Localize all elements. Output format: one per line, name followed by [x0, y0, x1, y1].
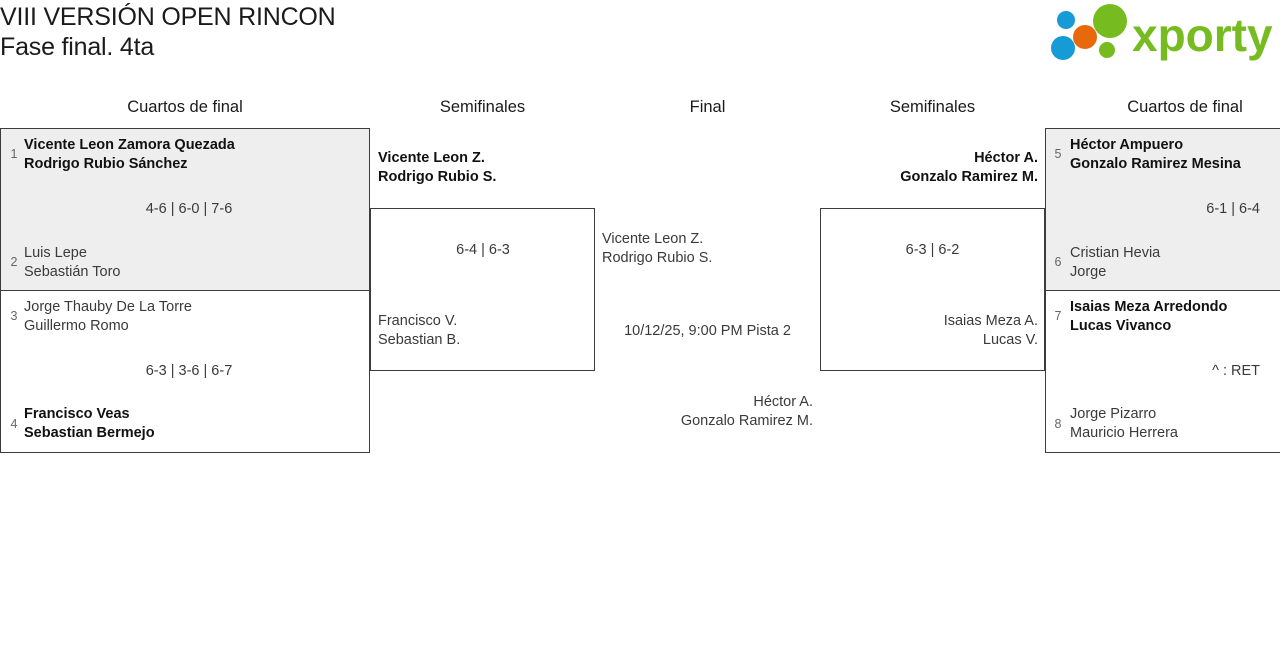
match-box-qf2-left[interactable] — [0, 290, 370, 453]
team-qf1-bottom-player2: Sebastián Toro — [24, 264, 121, 280]
team-sf-right-bottom-player1: Isaias Meza A. — [943, 313, 1038, 329]
team-qf1-right-bottom: Cristian Hevia Jorge — [1070, 244, 1280, 282]
match-box-semifinal-right[interactable] — [820, 208, 1045, 371]
team-final-top-player2: Rodrigo Rubio S. — [602, 250, 713, 266]
team-qf1-top-player1: Vicente Leon Zamora Quezada — [24, 137, 235, 153]
seed-number-3: 3 — [10, 309, 18, 323]
team-qf2-bottom-player1: Francisco Veas — [24, 406, 130, 422]
team-sf-left-bottom: Francisco V. Sebastian B. — [378, 312, 588, 350]
tournament-phase: Fase final. 4ta — [0, 33, 155, 61]
team-final-top: Vicente Leon Z. Rodrigo Rubio S. — [602, 230, 814, 268]
logo-wordmark: xporty — [1132, 9, 1273, 61]
match-box-qf2-right[interactable] — [1045, 290, 1280, 453]
team-qf2-bottom: Francisco Veas Sebastian Bermejo — [24, 405, 354, 443]
round-header-quarterfinals-left: Cuartos de final — [127, 98, 243, 116]
team-qf2-right-top: Isaias Meza Arredondo Lucas Vivanco — [1070, 298, 1280, 336]
page-title: VIII VERSIÓN OPEN RINCON Fase final. 4ta — [0, 2, 336, 62]
team-qf1-top: Vicente Leon Zamora Quezada Rodrigo Rubi… — [24, 136, 354, 174]
team-qf2-right-bottom-player2: Mauricio Herrera — [1070, 425, 1178, 441]
team-qf1-bottom-player1: Luis Lepe — [24, 245, 87, 261]
round-header-semifinals-left: Semifinales — [439, 98, 526, 116]
seed-number-2: 2 — [10, 255, 18, 269]
team-qf1-top-player2: Rodrigo Rubio Sánchez — [24, 156, 188, 172]
match-box-qf1-left[interactable] — [0, 128, 370, 291]
team-sf-right-top: Héctor A. Gonzalo Ramirez M. — [827, 149, 1038, 187]
team-final-bottom-player2: Gonzalo Ramirez M. — [680, 413, 813, 429]
team-qf1-right-top-player2: Gonzalo Ramirez Mesina — [1070, 156, 1241, 172]
match-box-qf1-right[interactable] — [1045, 128, 1280, 291]
team-qf1-right-bottom-player2: Jorge — [1070, 264, 1107, 280]
logo-dot-blue-small — [1057, 11, 1075, 29]
team-sf-left-bottom-player1: Francisco V. — [378, 313, 458, 329]
team-sf-left-top: Vicente Leon Z. Rodrigo Rubio S. — [378, 149, 588, 187]
seed-number-5: 5 — [1054, 147, 1062, 161]
team-sf-right-top-player2: Gonzalo Ramirez M. — [900, 169, 1038, 185]
team-qf2-right-top-player1: Isaias Meza Arredondo — [1070, 299, 1228, 315]
team-qf2-right-top-player2: Lucas Vivanco — [1070, 318, 1172, 334]
team-sf-left-top-player2: Rodrigo Rubio S. — [378, 169, 497, 185]
seed-number-8: 8 — [1054, 417, 1062, 431]
match-box-semifinal-left[interactable] — [370, 208, 595, 371]
team-sf-left-bottom-player2: Sebastian B. — [378, 332, 461, 348]
team-sf-right-top-player1: Héctor A. — [974, 150, 1038, 166]
page-header: VIII VERSIÓN OPEN RINCON Fase final. 4ta… — [0, 0, 1280, 88]
team-qf2-bottom-player2: Sebastian Bermejo — [24, 425, 155, 441]
score-qf2: 6-3 | 3-6 | 6-7 — [145, 363, 233, 379]
team-sf-left-top-player1: Vicente Leon Z. — [378, 150, 485, 166]
seed-number-4: 4 — [10, 417, 18, 431]
team-qf2-top-player2: Guillermo Romo — [24, 318, 129, 334]
round-header-final: Final — [689, 98, 726, 116]
team-qf2-right-bottom: Jorge Pizarro Mauricio Herrera — [1070, 405, 1280, 443]
team-sf-right-bottom-player2: Lucas V. — [982, 332, 1038, 348]
seed-number-7: 7 — [1054, 309, 1062, 323]
xporty-logo-svg: xporty — [1051, 4, 1273, 61]
team-qf2-top-player1: Jorge Thauby De La Torre — [24, 299, 192, 315]
team-qf2-top: Jorge Thauby De La Torre Guillermo Romo — [24, 298, 354, 336]
team-qf1-right-top-player1: Héctor Ampuero — [1070, 137, 1184, 153]
seed-number-1: 1 — [10, 147, 18, 161]
team-final-top-player1: Vicente Leon Z. — [602, 231, 704, 247]
team-qf1-right-top: Héctor Ampuero Gonzalo Ramirez Mesina — [1070, 136, 1280, 174]
score-qf1: 4-6 | 6-0 | 7-6 — [145, 201, 233, 217]
team-final-bottom: Héctor A. Gonzalo Ramirez M. — [602, 393, 813, 431]
logo-dot-blue-large — [1051, 36, 1075, 60]
team-qf1-right-bottom-player1: Cristian Hevia — [1070, 245, 1161, 261]
team-qf2-right-bottom-player1: Jorge Pizarro — [1070, 406, 1157, 422]
seed-number-6: 6 — [1054, 255, 1062, 269]
round-header-semifinals-right: Semifinales — [889, 98, 976, 116]
team-qf1-bottom: Luis Lepe Sebastián Toro — [24, 244, 354, 282]
score-qf2-right: ^ : RET — [1212, 363, 1260, 379]
tournament-name: VIII VERSIÓN OPEN RINCON — [0, 3, 336, 31]
logo-dot-orange — [1073, 25, 1097, 49]
score-qf1-right: 6-1 | 6-4 — [1206, 201, 1260, 217]
logo-dot-green-small — [1099, 42, 1115, 58]
score-semifinal-left: 6-4 | 6-3 — [456, 242, 510, 258]
xporty-logo[interactable]: xporty — [1046, 4, 1274, 62]
round-header-quarterfinals-right: Cuartos de final — [1127, 98, 1243, 116]
score-semifinal-right: 6-3 | 6-2 — [905, 242, 960, 258]
team-sf-right-bottom: Isaias Meza A. Lucas V. — [827, 312, 1038, 350]
logo-dot-green-large — [1093, 4, 1127, 38]
final-schedule: 10/12/25, 9:00 PM Pista 2 — [624, 323, 791, 339]
team-final-bottom-player1: Héctor A. — [753, 394, 813, 410]
